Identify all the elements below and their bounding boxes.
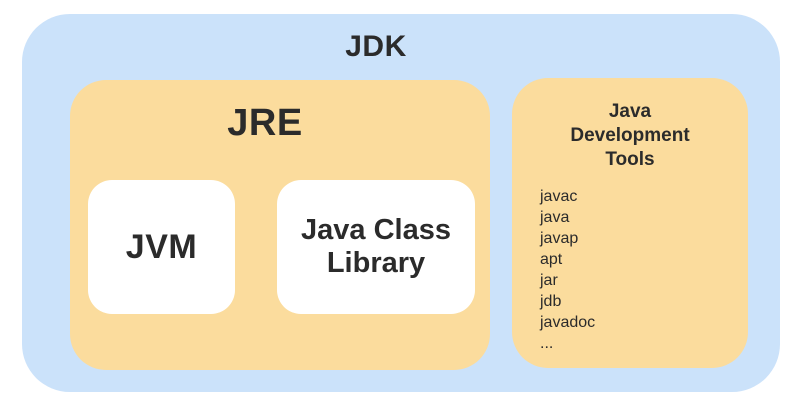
jvm-label: JVM: [125, 227, 198, 266]
tools-title-line3: Tools: [605, 149, 655, 170]
java-development-tools-title: Java Development Tools: [512, 100, 748, 172]
tools-title-line1: Java: [608, 101, 652, 122]
java-class-library-label-line1: Java Class: [301, 214, 451, 246]
jdk-container: JDK JRE JVM Java Class Library Java Deve…: [22, 14, 780, 392]
tools-list-item: ...: [540, 335, 554, 352]
tools-list-item: javadoc: [540, 314, 596, 331]
java-class-library-box: Java Class Library: [277, 180, 475, 314]
java-class-library-label: Java Class Library: [301, 214, 451, 280]
tools-list: javac java javap apt jar jdb javadoc ...: [540, 186, 748, 354]
java-development-tools-container: Java Development Tools javac java javap …: [512, 78, 748, 368]
tools-list-item: javap: [540, 230, 579, 247]
jre-container: JRE JVM Java Class Library: [70, 80, 490, 370]
tools-list-item: javac: [540, 188, 578, 205]
tools-title-line2: Development: [570, 125, 690, 146]
tools-list-item: jar: [540, 272, 558, 289]
jdk-label: JDK: [345, 30, 407, 63]
jvm-box: JVM: [88, 180, 235, 314]
tools-list-item: apt: [540, 251, 563, 268]
java-class-library-label-line2: Library: [326, 247, 426, 279]
tools-list-item: jdb: [540, 293, 562, 310]
tools-list-item: java: [540, 209, 570, 226]
jre-label: JRE: [227, 102, 303, 144]
